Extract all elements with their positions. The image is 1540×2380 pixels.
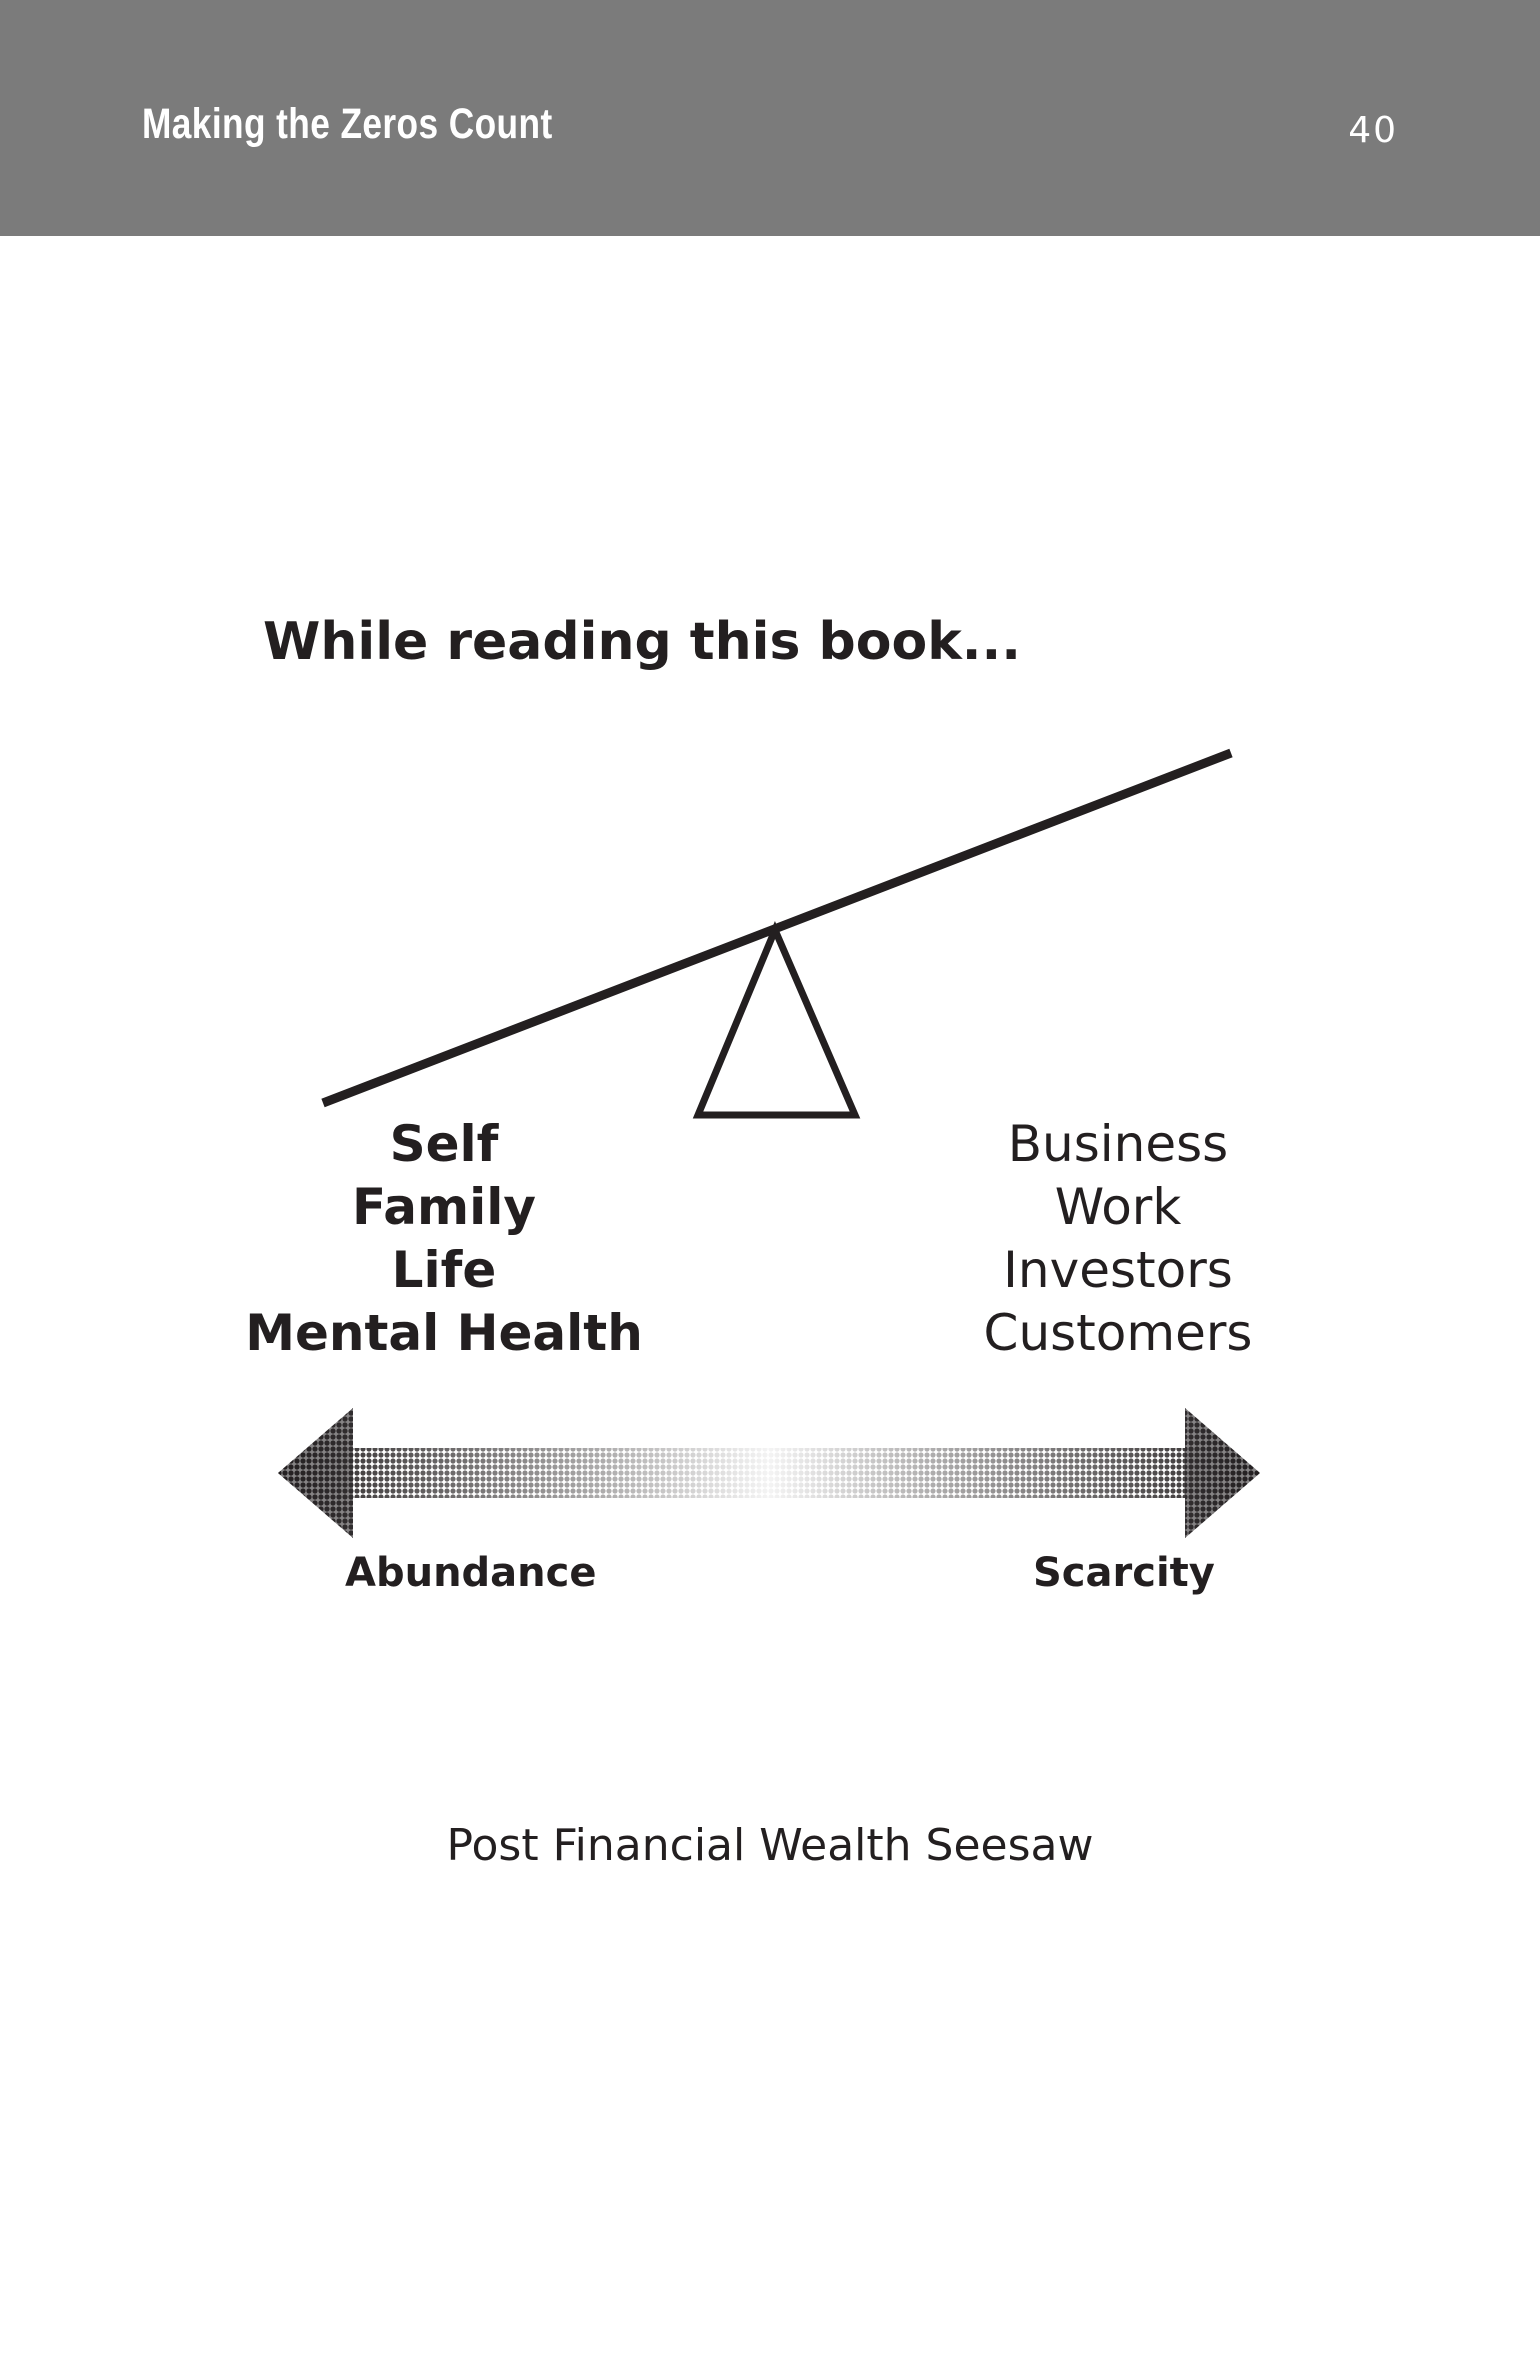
- diagram-heading: While reading this book...: [263, 612, 1022, 672]
- right-item: Investors: [1003, 1241, 1233, 1299]
- seesaw-fulcrum: [692, 921, 861, 1119]
- book-title: Making the Zeros Count: [142, 100, 553, 148]
- left-item: Life: [391, 1241, 497, 1299]
- page-header: Making the Zeros Count 40: [0, 0, 1540, 236]
- left-item: Self: [389, 1115, 499, 1173]
- left-item: Mental Health: [245, 1304, 643, 1362]
- abundance-label: Abundance: [345, 1550, 597, 1596]
- page-number: 40: [1348, 110, 1398, 151]
- scarcity-label: Scarcity: [1033, 1550, 1215, 1596]
- right-item: Customers: [983, 1304, 1253, 1362]
- right-item: Business: [1007, 1115, 1229, 1173]
- left-item: Family: [352, 1178, 536, 1236]
- right-item: Work: [1054, 1178, 1182, 1236]
- spectrum-arrow: [278, 1408, 1260, 1538]
- self-side-list: Self Family Life Mental Health: [244, 1113, 644, 1365]
- business-side-list: Business Work Investors Customers: [918, 1113, 1318, 1365]
- figure-caption: Post Financial Wealth Seesaw: [446, 1820, 1094, 1871]
